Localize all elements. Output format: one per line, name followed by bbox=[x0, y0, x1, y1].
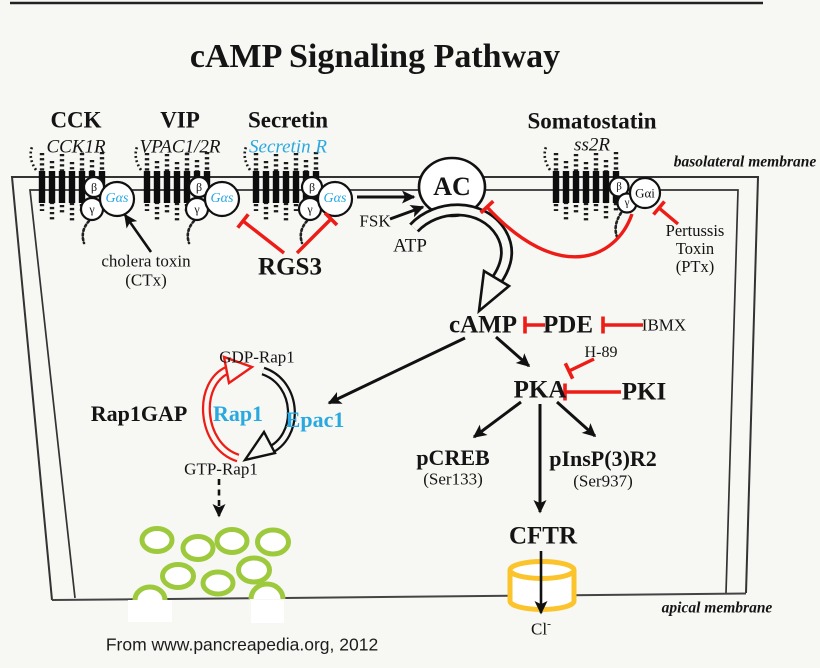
g-protein-secretin bbox=[297, 175, 354, 222]
rgs3-label: RGS3 bbox=[258, 253, 322, 281]
g-beta-label: β bbox=[308, 180, 316, 194]
apical-membrane-label: apical membrane bbox=[661, 599, 773, 617]
chloride-label: Cl- bbox=[530, 616, 552, 639]
pertussis-toxin-label-line2: Toxin bbox=[675, 238, 715, 258]
attribution-text: From www.pancreapedia.org, 2012 bbox=[105, 634, 379, 655]
ibmx-label: IBMX bbox=[641, 315, 687, 335]
inhibit-rgs3-to-secretin-gas bbox=[295, 211, 339, 255]
rap1-cycle-red-arrow bbox=[202, 355, 255, 463]
arrow-camp-to-epac1 bbox=[327, 336, 466, 405]
arrowhead bbox=[242, 429, 277, 462]
pcreb-site-label: (Ser133) bbox=[423, 469, 483, 489]
secretory-granule bbox=[200, 569, 236, 597]
arrow-atp-to-camp bbox=[409, 203, 514, 315]
arrow-pka-to-pinsp3r2 bbox=[555, 400, 597, 438]
secretory-granule bbox=[214, 527, 250, 555]
g-protein-vip bbox=[184, 175, 241, 222]
arrow-fsk-to-ac bbox=[389, 204, 425, 221]
g-gamma-label: γ bbox=[89, 202, 95, 216]
g-alpha-s-label: Gαs bbox=[323, 191, 347, 206]
receptor-label-ss2r: ss2R bbox=[574, 134, 610, 156]
cholera-toxin-label-line1: cholera toxin bbox=[101, 251, 191, 271]
inhibit-rgs3-to-vip-gas bbox=[236, 213, 286, 255]
g-gamma-label: γ bbox=[624, 196, 630, 209]
secretory-granule bbox=[139, 526, 175, 554]
g-protein-cck bbox=[79, 175, 136, 222]
secretory-granule bbox=[180, 534, 216, 562]
receptor-label-secretin-r: Secretin R bbox=[249, 136, 327, 158]
inhibit-gai-to-ac bbox=[479, 199, 634, 259]
g-gamma-label: γ bbox=[307, 202, 313, 216]
fsk-label: FSK bbox=[359, 211, 391, 231]
arrowhead bbox=[222, 355, 255, 386]
arrow-ctx-to-gas bbox=[123, 213, 153, 253]
pki-label: PKI bbox=[621, 378, 667, 406]
exocytosis-opening-right bbox=[251, 600, 284, 623]
basolateral-membrane-label: basolateral membrane bbox=[673, 153, 817, 171]
cholera-toxin-label-line2: (CTx) bbox=[125, 270, 167, 290]
fused-granule-left bbox=[132, 584, 168, 601]
ligand-label-secretin: Secretin bbox=[247, 107, 329, 133]
rap1gap-label: Rap1GAP bbox=[90, 401, 188, 426]
exocytosis-opening-left bbox=[128, 600, 172, 622]
gtp-rap1-label: GTP-Rap1 bbox=[184, 459, 258, 479]
arrow-pka-to-pcreb bbox=[472, 400, 522, 439]
cftr-label: CFTR bbox=[508, 522, 578, 550]
secretory-granule bbox=[255, 527, 291, 557]
g-alpha-i-label: Gαi bbox=[635, 185, 655, 201]
cell-membrane-inner bbox=[29, 189, 739, 599]
g-gamma-label: γ bbox=[194, 202, 200, 216]
secretory-granule bbox=[160, 562, 196, 590]
pertussis-toxin-label-line3: (PTx) bbox=[675, 256, 715, 276]
pertussis-toxin-label-line1: Pertussis bbox=[665, 220, 725, 240]
rap1-label: Rap1 bbox=[212, 401, 264, 426]
ac-label: AC bbox=[433, 172, 471, 201]
pinsp3r2-label: pInsP(3)R2 bbox=[549, 446, 657, 471]
fused-granule-right bbox=[248, 581, 286, 600]
inhibit-h89-to-pka bbox=[563, 357, 595, 380]
g-beta-label: β bbox=[195, 180, 203, 194]
activation-arrows bbox=[123, 190, 597, 615]
pcreb-label: pCREB bbox=[416, 445, 490, 470]
inhibit-ptx-to-gai bbox=[652, 200, 680, 226]
g-alpha-s-label: Gαs bbox=[210, 191, 234, 206]
page-title: cAMP Signaling Pathway bbox=[189, 38, 561, 75]
h89-label: H-89 bbox=[584, 344, 618, 361]
pinsp3r2-site-label: (Ser937) bbox=[573, 471, 633, 491]
atp-label: ATP bbox=[393, 235, 427, 257]
inhibition-lines bbox=[236, 199, 680, 401]
secretory-granule bbox=[236, 555, 272, 585]
g-beta-label: β bbox=[616, 180, 622, 193]
receptor-7tm-glyph bbox=[543, 146, 620, 223]
g-protein-tails bbox=[81, 211, 623, 245]
arrow-camp-to-pka bbox=[495, 335, 531, 368]
g-proteins bbox=[79, 175, 662, 222]
arrowhead bbox=[477, 268, 512, 315]
receptor-label-vpac12r: VPAC1/2R bbox=[139, 136, 221, 158]
ligand-label-vip: VIP bbox=[160, 107, 200, 133]
g-beta-label: β bbox=[90, 180, 98, 194]
ligand-label-somatostatin: Somatostatin bbox=[527, 108, 657, 134]
rap1-cycle-black-arrow bbox=[242, 366, 296, 462]
gdp-rap1-label: GDP-Rap1 bbox=[219, 347, 295, 367]
pde-label: PDE bbox=[543, 311, 593, 339]
pka-label: PKA bbox=[513, 376, 567, 404]
ligand-label-cck: CCK bbox=[50, 107, 102, 133]
receptor-label-cck1r: CCK1R bbox=[46, 136, 106, 158]
epac1-label: Epac1 bbox=[285, 407, 345, 432]
camp-label: cAMP bbox=[448, 311, 518, 339]
cell-membrane-outer bbox=[10, 176, 760, 601]
secretory-granules bbox=[132, 526, 291, 601]
g-alpha-s-label: Gαs bbox=[105, 191, 129, 206]
